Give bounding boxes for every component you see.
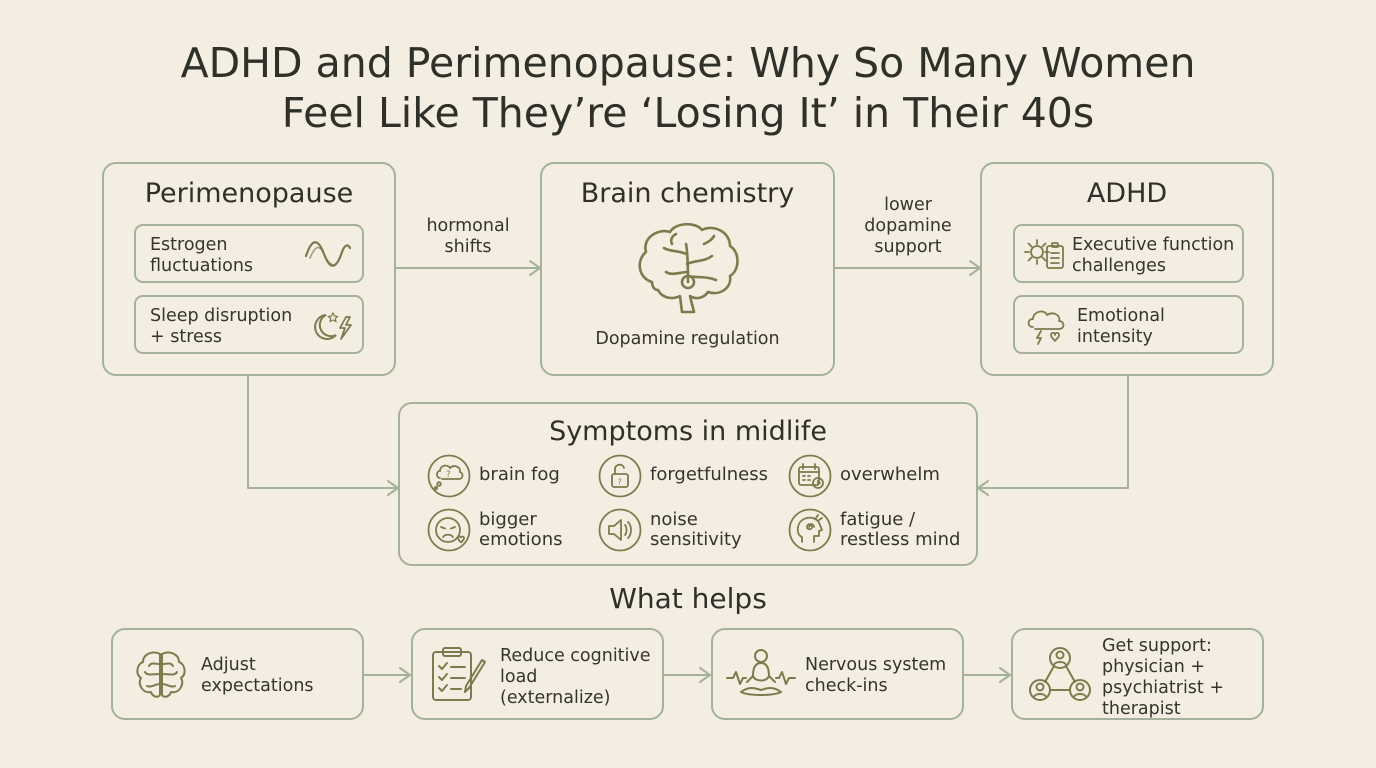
lower-dopamine-label: lower dopamine support [864, 195, 952, 257]
emotional-intensity-text: Emotional intensity [1077, 306, 1165, 347]
symptoms-panel: Symptoms in midlife ? brain fog ? forget… [398, 402, 978, 566]
estrogen-fluctuations-card: Estrogen fluctuations [134, 224, 364, 283]
perimenopause-panel: Perimenopause Estrogen fluctuations Slee… [102, 162, 396, 376]
symptom-bigger-emotions: bigger emotions [479, 509, 563, 550]
symptoms-heading: Symptoms in midlife [549, 416, 827, 447]
open-lock-icon: ? [598, 454, 642, 498]
symptom-overwhelm: overwhelm [840, 464, 940, 485]
sad-face-icon [427, 508, 471, 552]
reduce-cognitive-load-card: Reduce cognitive load (externalize) [411, 628, 664, 720]
symptom-brain-fog: brain fog [479, 464, 560, 485]
get-support-text: Get support: physician + psychiatrist + … [1102, 636, 1225, 719]
meditation-icon [725, 646, 797, 702]
storm-cloud-heart-icon [1025, 307, 1067, 345]
gear-checklist-icon [1023, 236, 1067, 272]
symptom-fatigue-restless-mind: fatigue / restless mind [840, 509, 961, 550]
symptom-forgetfulness: forgetfulness [650, 464, 768, 485]
nervous-system-text: Nervous system check-ins [805, 655, 947, 696]
adjust-expectations-card: Adjust expectations [111, 628, 364, 720]
title-line-1: ADHD and Perimenopause: Why So Many Wome… [180, 39, 1196, 87]
wave-icon [304, 236, 352, 272]
small-brain-icon [133, 648, 189, 700]
brain-chemistry-heading: Brain chemistry [580, 178, 795, 209]
head-spiral-icon [788, 508, 832, 552]
symptom-noise-sensitivity: noise sensitivity [650, 509, 742, 550]
people-network-icon [1027, 644, 1093, 708]
emotional-intensity-card: Emotional intensity [1013, 295, 1244, 354]
moon-lightning-icon [308, 309, 354, 343]
hormonal-shifts-label: hormonal shifts [426, 216, 510, 257]
speaker-icon [598, 508, 642, 552]
adhd-heading: ADHD [1086, 178, 1168, 209]
title-line-2: Feel Like They’re ‘Losing It’ in Their 4… [281, 89, 1095, 137]
reduce-cognitive-load-text: Reduce cognitive load (externalize) [500, 646, 651, 708]
svg-text:?: ? [446, 470, 451, 480]
brain-icon [632, 220, 744, 316]
page-title: ADHD and Perimenopause: Why So Many Wome… [0, 38, 1376, 138]
adjust-expectations-text: Adjust expectations [201, 655, 314, 696]
adhd-panel: ADHD Executive function challenges Emoti… [980, 162, 1274, 376]
estrogen-text: Estrogen fluctuations [150, 235, 254, 276]
what-helps-heading: What helps [609, 582, 767, 615]
calendar-clock-icon [788, 454, 832, 498]
get-support-card: Get support: physician + psychiatrist + … [1011, 628, 1264, 720]
svg-text:?: ? [618, 478, 622, 487]
clipboard-pencil-icon [429, 644, 491, 704]
executive-function-card: Executive function challenges [1013, 224, 1244, 283]
sleep-disruption-card: Sleep disruption + stress [134, 295, 364, 354]
perimenopause-heading: Perimenopause [144, 178, 354, 209]
executive-function-text: Executive function challenges [1072, 235, 1235, 276]
dopamine-regulation-caption: Dopamine regulation [595, 329, 780, 349]
brain-chemistry-panel: Brain chemistry Dopamine regulation [540, 162, 835, 376]
thought-bubble-icon: ? [427, 454, 471, 498]
nervous-system-checkins-card: Nervous system check-ins [711, 628, 964, 720]
sleep-text: Sleep disruption + stress [150, 306, 293, 347]
